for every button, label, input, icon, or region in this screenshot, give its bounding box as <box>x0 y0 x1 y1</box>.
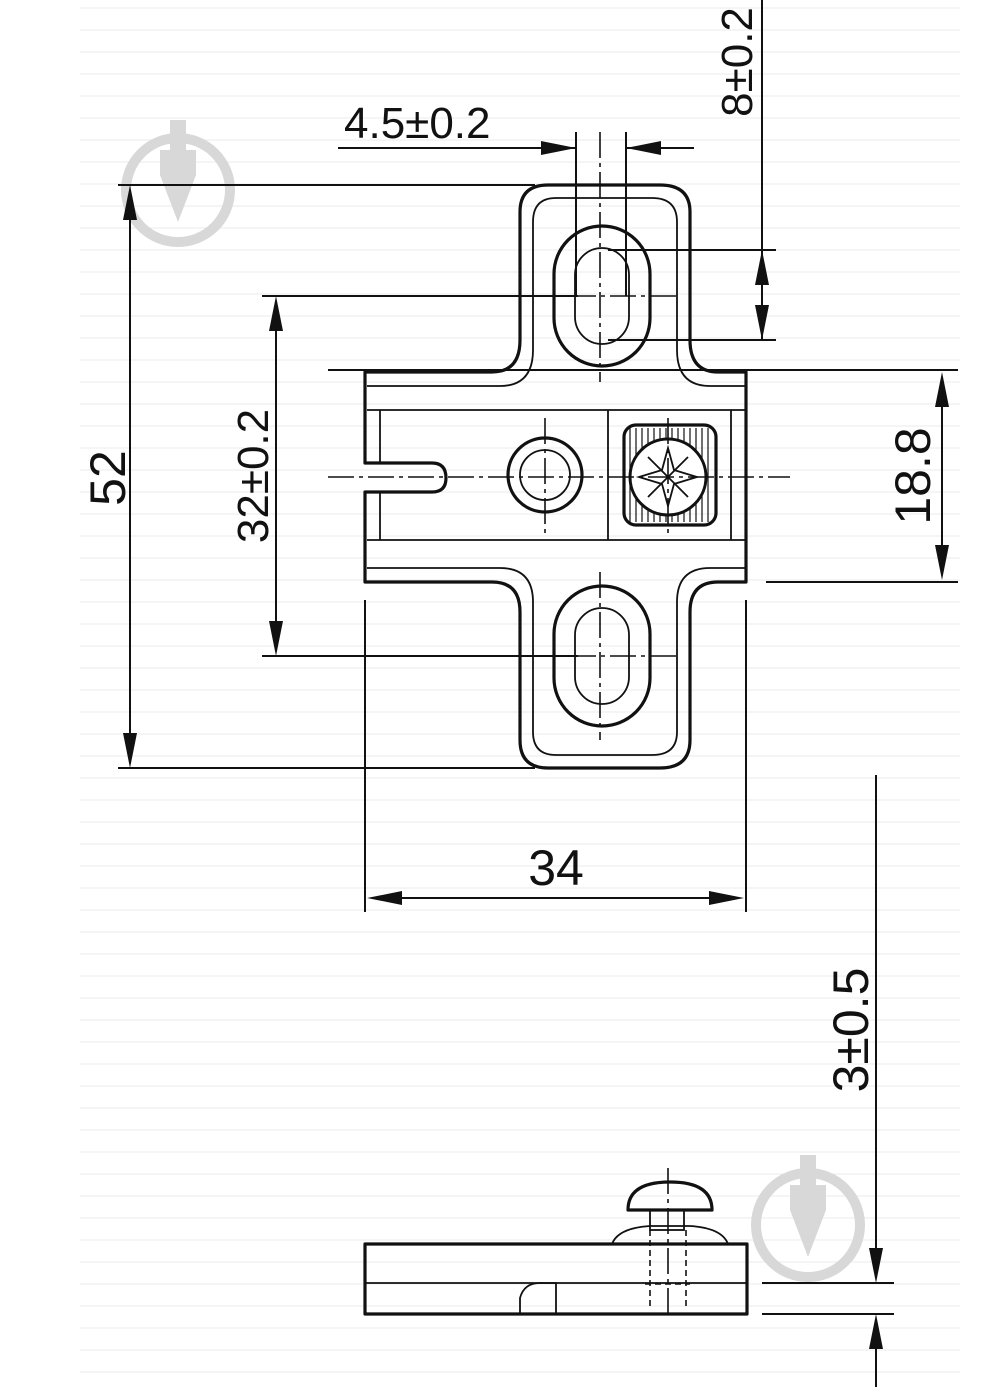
dimension-label-slot-width: 4.5±0.2 <box>344 99 490 148</box>
plate-outline-top-view <box>363 183 748 770</box>
dimension-width: 34 <box>364 600 747 912</box>
plate-side-view <box>363 1168 749 1316</box>
dimension-slot-width: 4.5±0.2 <box>338 99 694 296</box>
dimension-label-width: 34 <box>528 840 584 896</box>
dimension-label-hole-spacing: 32±0.2 <box>229 409 278 543</box>
dimension-hole-spacing: 32±0.2 <box>229 295 578 657</box>
dimension-label-slot-offset: 8±0.2 <box>713 7 762 117</box>
adjusting-screw <box>622 423 718 527</box>
watermark-drop-pin-icon-2 <box>751 1155 865 1282</box>
dimension-plate-depth: 18.8 <box>328 369 958 583</box>
dimension-label-plate-thickness: 3±0.5 <box>823 968 879 1093</box>
dimension-slot-offset: 8±0.2 <box>608 0 776 341</box>
dimension-plate-thickness: 3±0.5 <box>762 775 894 1387</box>
dimension-label-overall-height: 52 <box>80 450 136 506</box>
center-lines <box>328 132 790 740</box>
dimension-label-plate-depth: 18.8 <box>885 427 941 524</box>
watermark-drop-pin-icon <box>121 120 235 247</box>
dimension-overall-height: 52 <box>80 184 535 769</box>
